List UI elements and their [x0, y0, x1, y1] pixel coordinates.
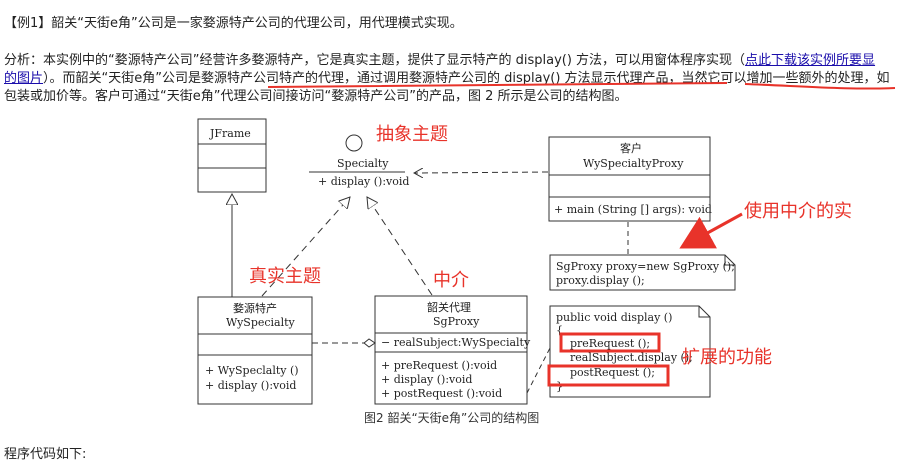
specialty-name: Specialty [337, 157, 389, 170]
example-title: 【例1】韶关“天街e角”公司是一家婺源特产公司的代理公司，用代理模式实现。 [4, 16, 463, 31]
annotation-use-intermediary: 使用中介的实 [744, 201, 852, 222]
figure-caption: 图2 韶关“天街e角”公司的结构图 [364, 411, 540, 425]
real-subject-class: 婺源特产 WySpecialty + WySpeclalty () + disp… [197, 296, 313, 405]
client-stereotype: 客户 [620, 141, 642, 155]
analysis-line-3: 包装或加价等。客户可通过“天街e角”代理公司间接访问“婺源特产公司”的产品，图 … [4, 89, 628, 104]
jframe-class: JFrame [197, 118, 267, 193]
display-note-line-4: realSubject.display (); [570, 351, 693, 364]
display-note-line-5: postRequest (); [570, 366, 655, 379]
client-note: SgProxy proxy=new SgProxy (); proxy.disp… [549, 254, 736, 291]
real-subject-stereotype: 婺源特产 [233, 301, 277, 315]
note-link-display [526, 347, 551, 394]
specialty-op: + display ():void [318, 175, 409, 188]
annotation-extended-function: 扩展的功能 [682, 347, 772, 368]
proxy-attr: − realSubject:WySpecialty [381, 336, 531, 349]
highlight-postrequest [547, 364, 670, 387]
analysis-line-2-text: ）。而韶关“天街e角”公司是婺源特产公司特产的代理，通过调用婺源特产公司的 di… [43, 71, 890, 86]
code-intro: 程序代码如下: [4, 447, 87, 462]
annotation-abstract-subject: 抽象主题 [376, 124, 448, 145]
proxy-op-1: + preRequest ():void [381, 359, 497, 372]
realization-proxy [367, 197, 433, 296]
aggregation-diamond [363, 338, 376, 348]
annotation-real-subject: 真实主题 [249, 266, 321, 287]
client-class: 客户 WySpecialtyProxy + main (String [] ar… [548, 136, 712, 222]
analysis-line-1: 分析：本实例中的“婺源特产公司”经营许多婺源特产，它是真实主题，提供了显示特产的… [4, 52, 875, 70]
proxy-name: SgProxy [433, 315, 480, 328]
client-note-line-1: SgProxy proxy=new SgProxy (); [556, 260, 735, 273]
display-note-line-2: { [556, 324, 563, 337]
proxy-op-2: + display ():void [381, 373, 472, 386]
display-note-line-3: preRequest (); [570, 337, 650, 350]
download-link-continued[interactable]: 的图片 [4, 71, 44, 86]
client-op: + main (String [] args): void [554, 203, 712, 216]
client-name: WySpecialtyProxy [583, 157, 684, 170]
analysis-line-2: 的图片）。而韶关“天街e角”公司是婺源特产公司特产的代理，通过调用婺源特产公司的… [4, 70, 890, 88]
realization-real-subject [261, 197, 350, 297]
dependency-client-specialty [414, 172, 549, 173]
proxy-op-3: + postRequest ():void [381, 387, 502, 400]
real-subject-op-1: + WySpeclalty () [205, 364, 299, 377]
proxy-stereotype: 韶关代理 [427, 300, 471, 314]
real-subject-op-2: + display ():void [205, 379, 296, 392]
highlight-prerequest [559, 332, 661, 353]
jframe-name: JFrame [209, 127, 251, 140]
download-link[interactable]: 点此下载该实例所要显 [745, 53, 876, 68]
specialty-interface: Specialty + display ():void [309, 134, 409, 188]
red-arrow [679, 212, 743, 249]
client-note-line-2: proxy.display (); [556, 274, 645, 287]
display-note-line-1: public void display () [556, 311, 672, 324]
annotation-intermediary: 中介 [433, 270, 469, 291]
real-subject-name: WySpecialty [226, 316, 296, 329]
proxy-class: 韶关代理 SgProxy − realSubject:WySpecialty +… [374, 295, 531, 405]
analysis-prefix: 分析：本实例中的“婺源特产公司”经营许多婺源特产，它是真实主题，提供了显示特产的… [4, 53, 746, 68]
